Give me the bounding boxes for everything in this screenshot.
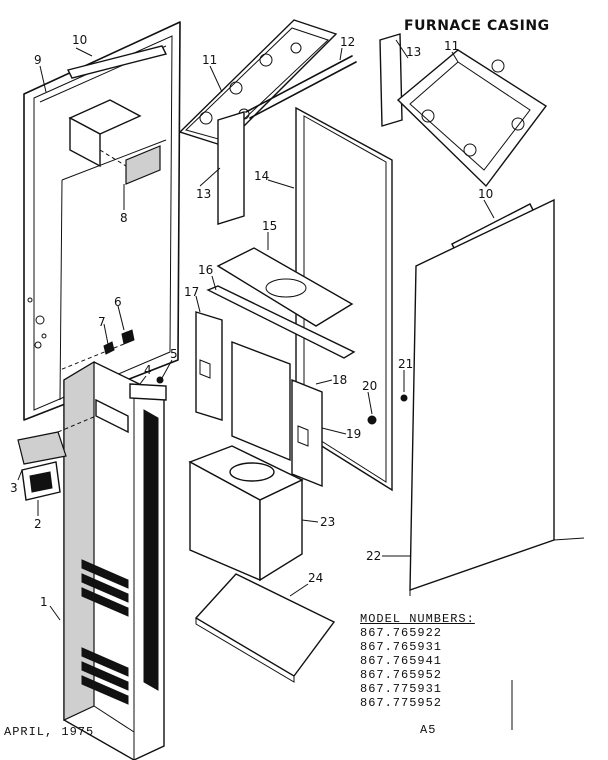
part-8-control-box xyxy=(68,99,161,185)
callout-6: 6 xyxy=(114,295,122,309)
callout-9: 9 xyxy=(34,53,42,67)
part-11-top-cover-left xyxy=(178,19,338,147)
part-22-side-panel xyxy=(409,198,585,596)
callout-2: 2 xyxy=(34,517,42,531)
model-number-row: 867.765941 xyxy=(360,654,443,668)
footer-page-code: A5 xyxy=(420,723,437,737)
callout-7: 7 xyxy=(98,315,106,329)
callout-15: 15 xyxy=(262,219,278,233)
callout-1: 1 xyxy=(40,595,48,609)
model-numbers-heading: MODEL NUMBERS: xyxy=(360,612,475,626)
callout-10-right: 10 xyxy=(478,187,494,201)
callout-5: 5 xyxy=(170,347,178,361)
callout-24: 24 xyxy=(308,571,324,585)
part-1-front-door xyxy=(63,360,165,760)
callout-21: 21 xyxy=(398,357,414,371)
part-10-top-strip-left xyxy=(66,45,168,79)
part-23-blower-housing xyxy=(188,445,304,582)
callout-18: 18 xyxy=(332,373,348,387)
diagram-title: FURNACE CASING xyxy=(404,18,550,34)
callout-23: 23 xyxy=(320,515,336,529)
part-12-rod xyxy=(245,55,357,119)
model-number-row: 867.775952 xyxy=(360,696,443,710)
model-number-row: 867.765952 xyxy=(360,668,443,682)
callout-11-left: 11 xyxy=(202,53,218,67)
part-4-5-bracket xyxy=(129,376,167,401)
callout-19: 19 xyxy=(346,427,362,441)
model-number-row: 867.765931 xyxy=(360,640,443,654)
part-9-side-frame xyxy=(23,21,181,421)
callout-14: 14 xyxy=(254,169,270,183)
part-2-3-sight-glass xyxy=(17,415,97,501)
part-20-21-hardware xyxy=(367,394,408,425)
callout-4: 4 xyxy=(144,363,152,377)
part-11-top-cover-right xyxy=(396,49,548,188)
part-6-7-fittings xyxy=(59,329,135,371)
model-number-row: 867.765922 xyxy=(360,626,443,640)
footer-date: APRIL, 1975 xyxy=(4,725,95,739)
callout-3: 3 xyxy=(10,481,18,495)
callout-13-right: 13 xyxy=(406,45,422,59)
callout-11-right: 11 xyxy=(444,39,460,53)
part-18-19-panel xyxy=(291,378,323,488)
callout-20: 20 xyxy=(362,379,378,393)
model-numbers-block: MODEL NUMBERS: 867.765922 867.765931 867… xyxy=(360,612,475,710)
part-17-panel xyxy=(195,311,223,421)
part-24-filter-tray xyxy=(194,573,336,683)
callout-leader-lines xyxy=(17,39,513,730)
callout-17: 17 xyxy=(184,285,200,299)
part-center-panel xyxy=(231,340,291,462)
callout-16: 16 xyxy=(198,263,214,277)
model-number-row: 867.775931 xyxy=(360,682,443,696)
part-13-strips xyxy=(217,33,403,225)
callout-8: 8 xyxy=(120,211,128,225)
part-15-flue-plate xyxy=(216,247,354,327)
callout-10-left: 10 xyxy=(72,33,88,47)
callout-12: 12 xyxy=(340,35,356,49)
part-16-channel xyxy=(206,285,356,359)
callout-13-left: 13 xyxy=(196,187,212,201)
callout-22: 22 xyxy=(366,549,382,563)
